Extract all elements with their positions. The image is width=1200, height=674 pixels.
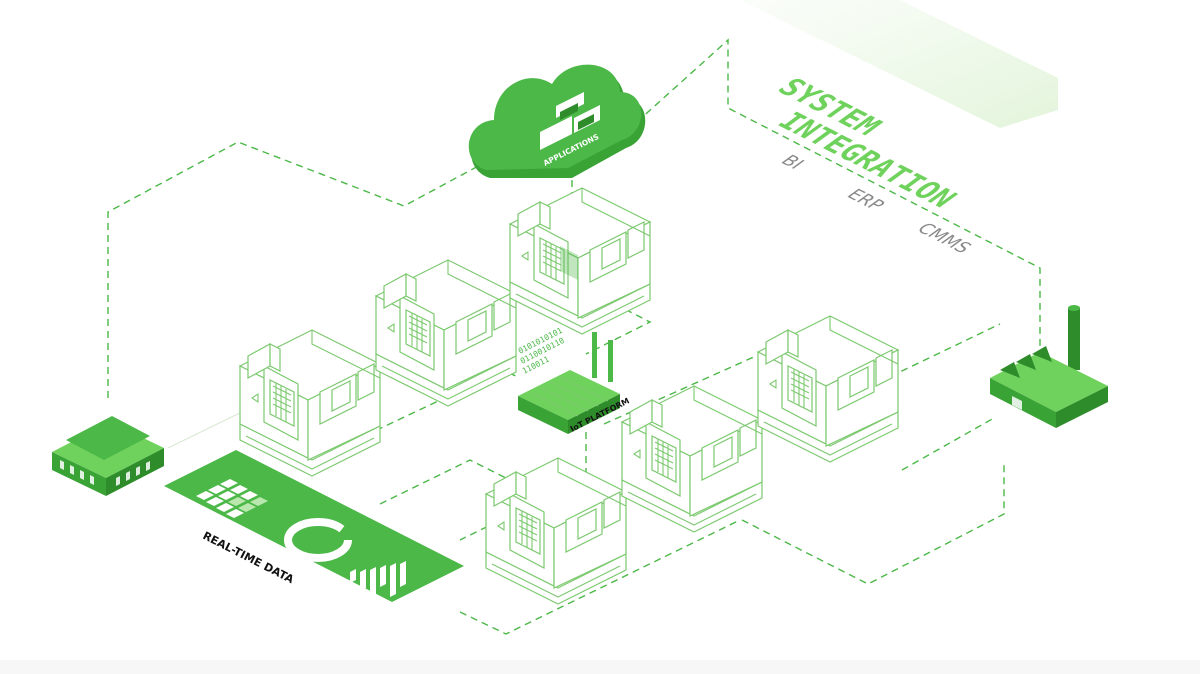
bar-chart-icon	[350, 561, 406, 597]
cnc-machine-icon	[485, 457, 627, 605]
warehouse-icon	[52, 416, 164, 496]
background-band	[740, 0, 1058, 128]
cnc-machine-5	[621, 385, 763, 533]
cnc-machine-2	[375, 259, 517, 407]
integration-item-bi: BI	[776, 152, 809, 173]
cnc-machine-1	[239, 329, 381, 477]
cnc-machine-icon	[375, 259, 517, 407]
cnc-machine-icon	[757, 315, 899, 463]
factory-icon	[990, 305, 1108, 428]
cnc-machine-6	[757, 315, 899, 463]
cloud-icon: APPLICATIONS	[468, 64, 646, 178]
machine-screen-highlight	[560, 246, 578, 280]
cnc-machine-4	[485, 457, 627, 605]
cnc-machine-icon	[509, 187, 651, 335]
integration-item-erp: ERP	[842, 186, 889, 214]
iot-router-icon: 0101010101 0110010110 110011 IoT PLATFOR…	[517, 326, 631, 434]
cnc-machine-icon	[621, 385, 763, 533]
cnc-machine-icon	[239, 329, 381, 477]
cnc-machine-3	[509, 187, 651, 335]
donut-chart-icon	[284, 518, 352, 562]
grid-table-icon	[196, 479, 268, 518]
integration-item-cmms: CMMS	[912, 220, 976, 257]
bottom-band	[0, 660, 1200, 674]
